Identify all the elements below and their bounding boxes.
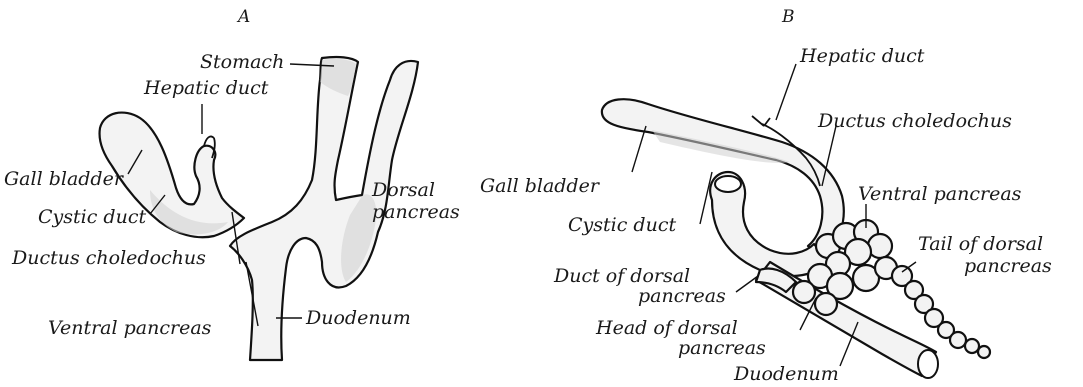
panel-b-duct-opening bbox=[715, 176, 741, 192]
panel-b-label-ductus-choledochus: Ductus choledochus bbox=[817, 110, 1012, 132]
panel-b-label-duct-dorsal-2: pancreas bbox=[638, 285, 726, 307]
panel-b-label-duodenum: Duodenum bbox=[733, 363, 839, 385]
panel-a-label-hepatic-duct: Hepatic duct bbox=[143, 77, 269, 99]
panel-b-hepatic-duct-tip bbox=[752, 116, 770, 126]
panel-a-label-cystic-duct: Cystic duct bbox=[38, 206, 146, 228]
panel-b: B bbox=[480, 7, 1052, 385]
panel-a-letter: A bbox=[236, 7, 250, 27]
panel-b-label-hepatic-duct: Hepatic duct bbox=[799, 45, 925, 67]
panel-a-label-duodenum: Duodenum bbox=[305, 307, 411, 329]
panel-b-label-ventral-pancreas: Ventral pancreas bbox=[858, 183, 1022, 205]
panel-b-letter: B bbox=[781, 7, 795, 27]
panel-b-duodenum-end bbox=[918, 350, 938, 378]
panel-b-duct-dorsal-leader bbox=[736, 276, 758, 292]
panel-b-label-gall-bladder: Gall bladder bbox=[480, 175, 601, 197]
panel-b-label-head-dorsal-2: pancreas bbox=[678, 337, 766, 359]
panel-a-label-ductus-choledochus: Ductus choledochus bbox=[11, 247, 206, 269]
panel-b-label-cystic-duct: Cystic duct bbox=[568, 214, 676, 236]
panel-b-label-tail-dorsal-1: Tail of dorsal bbox=[918, 233, 1043, 255]
panel-a-label-ventral-pancreas: Ventral pancreas bbox=[48, 317, 212, 339]
panel-b-label-head-dorsal-1: Head of dorsal bbox=[595, 317, 738, 339]
panel-b-gall-bladder-leader bbox=[632, 126, 646, 172]
panel-a-label-dorsal-pancreas-2: pancreas bbox=[372, 201, 460, 223]
panel-a: A Stomach Hepatic duct Gall bladder Cyst… bbox=[4, 7, 460, 360]
panel-a-label-stomach: Stomach bbox=[200, 51, 284, 73]
panel-a-label-gall-bladder: Gall bladder bbox=[4, 168, 125, 190]
panel-b-label-tail-dorsal-2: pancreas bbox=[964, 255, 1052, 277]
panel-b-hepatic-duct-leader bbox=[776, 64, 796, 120]
panel-b-label-duct-dorsal-1: Duct of dorsal bbox=[553, 265, 690, 287]
panel-a-label-dorsal-pancreas-1: Dorsal bbox=[371, 179, 435, 201]
